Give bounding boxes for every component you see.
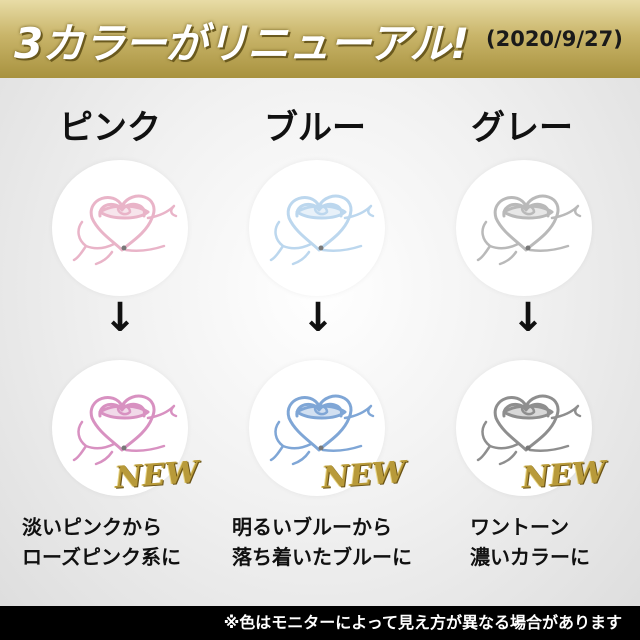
- description-line: 淡いピンクから: [22, 515, 162, 539]
- ribbon-stroke: [498, 450, 518, 466]
- ribbon-stroke: [98, 404, 150, 420]
- banner-title: 3カラーがリニューアル!: [14, 19, 469, 68]
- ribbon-stroke: [498, 250, 518, 266]
- ribbon-stroke: [343, 404, 375, 420]
- description-line: ローズピンク系に: [22, 545, 181, 569]
- footer-note: ※色はモニターによって見え方が異なる場合があります: [0, 606, 640, 640]
- ribbon-stroke: [321, 444, 363, 453]
- banner-date: (2020/9/27): [486, 27, 623, 51]
- product-before-gray: [456, 160, 592, 296]
- arrow-down-icon: ↓: [301, 295, 335, 341]
- ribbon-heart-icon: [476, 194, 582, 266]
- charm-icon: [525, 245, 531, 251]
- color-label-gray: グレー: [471, 108, 573, 148]
- ribbon-stroke: [146, 404, 178, 420]
- product-after-blue: [249, 360, 385, 496]
- ribbon-stroke: [321, 244, 363, 253]
- ribbon-stroke: [94, 450, 114, 466]
- product-before-blue: [249, 160, 385, 296]
- product-after-pink: [52, 360, 188, 496]
- description-line: 濃いカラーに: [470, 545, 590, 569]
- ribbon-stroke: [493, 194, 560, 252]
- ribbon-stroke: [528, 444, 570, 453]
- ribbon-stroke: [94, 250, 114, 266]
- ribbon-stroke: [313, 204, 329, 216]
- charm-icon: [525, 445, 531, 451]
- description-pink: 淡いピンクから ローズピンク系に: [22, 512, 181, 572]
- ribbon-stroke: [269, 420, 285, 462]
- ribbon-heart-icon: [269, 394, 375, 466]
- ribbon-stroke: [291, 450, 311, 466]
- ribbon-stroke: [476, 220, 492, 262]
- ribbon-stroke: [295, 204, 347, 220]
- ribbon-stroke: [281, 442, 313, 450]
- ribbon-stroke: [286, 194, 353, 252]
- ribbon-stroke: [72, 220, 88, 262]
- charm-icon: [121, 445, 127, 451]
- ribbon-stroke: [281, 242, 313, 250]
- ribbon-stroke: [72, 420, 88, 462]
- ribbon-heart-icon: [72, 194, 178, 266]
- ribbon-stroke: [502, 204, 554, 220]
- title-banner: 3カラーがリニューアル! (2020/9/27): [0, 0, 640, 78]
- description-line: 明るいブルーから: [232, 515, 392, 539]
- ribbon-stroke: [89, 194, 156, 252]
- arrow-down-icon: ↓: [511, 295, 545, 341]
- ribbon-stroke: [476, 420, 492, 462]
- description-line: 落ち着いたブルーに: [232, 545, 412, 569]
- new-badge: NEW: [113, 454, 201, 496]
- ribbon-stroke: [98, 204, 150, 220]
- ribbon-stroke: [550, 204, 582, 220]
- charm-icon: [318, 445, 324, 451]
- product-after-gray: [456, 360, 592, 496]
- ribbon-stroke: [116, 204, 132, 216]
- ribbon-stroke: [124, 244, 166, 253]
- ribbon-stroke: [286, 394, 353, 452]
- ribbon-stroke: [116, 404, 132, 416]
- ribbon-stroke: [528, 244, 570, 253]
- ribbon-stroke: [488, 242, 520, 250]
- charm-icon: [121, 245, 127, 251]
- ribbon-stroke: [84, 442, 116, 450]
- ribbon-stroke: [493, 394, 560, 452]
- description-line: ワントーン: [470, 515, 569, 539]
- charm-icon: [318, 245, 324, 251]
- ribbon-stroke: [502, 404, 554, 420]
- color-label-pink: ピンク: [59, 108, 161, 148]
- ribbon-stroke: [89, 394, 156, 452]
- ribbon-stroke: [520, 204, 536, 216]
- ribbon-stroke: [295, 404, 347, 420]
- ribbon-stroke: [520, 404, 536, 416]
- ribbon-stroke: [124, 444, 166, 453]
- ribbon-stroke: [550, 404, 582, 420]
- ribbon-heart-icon: [476, 394, 582, 466]
- new-badge: NEW: [520, 454, 608, 496]
- ribbon-stroke: [84, 242, 116, 250]
- ribbon-stroke: [146, 204, 178, 220]
- new-badge: NEW: [320, 454, 408, 496]
- arrow-down-icon: ↓: [103, 295, 137, 341]
- description-blue: 明るいブルーから 落ち着いたブルーに: [232, 512, 412, 572]
- description-gray: ワントーン 濃いカラーに: [470, 512, 590, 572]
- ribbon-stroke: [291, 250, 311, 266]
- ribbon-stroke: [488, 442, 520, 450]
- ribbon-heart-icon: [72, 394, 178, 466]
- product-before-pink: [52, 160, 188, 296]
- color-label-blue: ブルー: [264, 108, 366, 148]
- ribbon-stroke: [313, 404, 329, 416]
- ribbon-stroke: [343, 204, 375, 220]
- ribbon-stroke: [269, 220, 285, 262]
- ribbon-heart-icon: [269, 194, 375, 266]
